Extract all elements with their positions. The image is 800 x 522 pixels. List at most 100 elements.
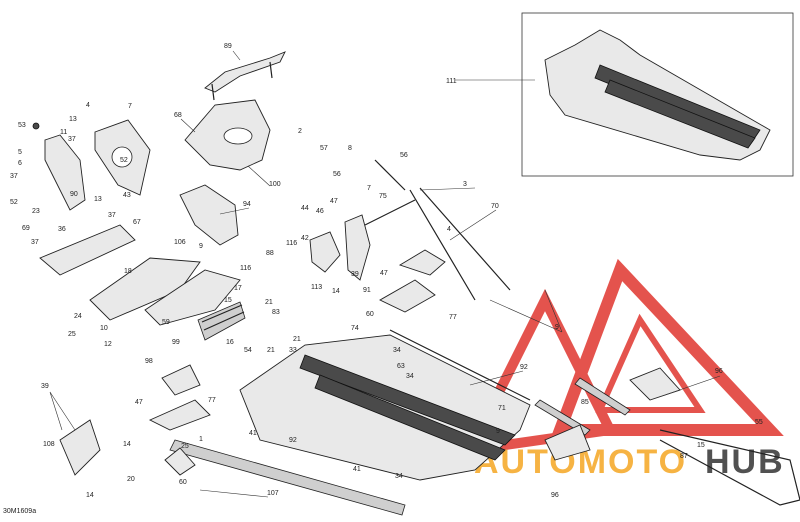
callout-88: 88 [266,250,274,257]
callout-99: 99 [172,339,180,346]
callout-55: 55 [755,419,763,426]
callout-12: 12 [104,341,112,348]
part-heat-exchanger [197,301,246,341]
part-side-bracket [59,419,101,476]
callout-2: 2 [298,128,302,135]
callout-54: 54 [244,347,252,354]
callout-37d: 37 [108,212,116,219]
callout-47: 47 [330,198,338,205]
callout-77b: 77 [208,397,216,404]
part-lower-chassis [89,257,241,326]
callout-21b: 21 [267,347,275,354]
callout-8: 8 [348,145,352,152]
callout-89: 89 [224,43,232,50]
callout-25b: 25 [181,443,189,450]
callout-42: 42 [301,235,309,242]
callout-14b: 14 [123,441,131,448]
callout-20: 20 [127,476,135,483]
callout-34: 34 [393,347,401,354]
callout-113: 113 [311,284,322,291]
callout-92b: 92 [289,437,297,444]
callout-7b: 7 [367,185,371,192]
part-spindle [344,214,371,281]
callout-68: 68 [174,112,182,119]
callout-5: 5 [18,149,22,156]
diagram-code: 30M1609a [3,508,37,515]
callout-92: 92 [520,364,528,371]
callout-87: 87 [680,453,688,460]
callout-9c: 9 [496,428,500,435]
callout-116b: 116 [240,265,251,272]
callout-3: 3 [463,181,467,188]
callout-57: 57 [320,145,328,152]
callout-75: 75 [379,193,387,200]
callout-36: 36 [58,226,66,233]
callout-17: 17 [234,285,242,292]
callout-47c: 47 [135,399,143,406]
callout-56b: 56 [333,171,341,178]
callout-44: 44 [301,205,309,212]
callout-63: 63 [397,363,405,370]
callout-34b: 34 [406,373,414,380]
callout-70: 70 [491,203,499,210]
watermark-brand-b: HUB [705,443,785,481]
callout-98: 98 [145,358,153,365]
callout-23: 23 [32,208,40,215]
part-steering-rods [364,159,511,301]
callout-13: 13 [69,116,77,123]
callout-10: 10 [100,325,108,332]
callout-7: 7 [128,103,132,110]
callout-4: 4 [86,102,90,109]
part-cross-member [39,224,136,276]
callout-41: 41 [249,430,257,437]
part-running-board-right [659,429,800,506]
callout-116: 116 [286,240,297,247]
callout-111: 111 [446,78,457,85]
part-lower-plate-b [148,399,211,431]
part-front-plate [94,119,151,196]
watermark-logo: AUTOMOTO HUB [461,258,785,481]
callout-4b: 4 [447,226,451,233]
callout-43: 43 [123,192,131,199]
callout-18: 18 [124,268,132,275]
watermark-triangle-inner [595,313,706,413]
callout-74: 74 [351,325,359,332]
callout-labels: 89 68 7 4 53 13 11 37 52 5 6 90 43 23 69… [10,43,763,499]
callout-100: 100 [269,181,281,188]
callout-11: 11 [60,129,67,136]
part-lower-bracket [179,184,239,246]
callout-107: 107 [267,490,279,497]
callout-90: 90 [70,191,78,198]
callout-14: 14 [332,288,340,295]
callout-9: 9 [199,243,203,250]
callout-1: 1 [199,436,203,443]
callout-83: 83 [272,309,280,316]
callout-15: 15 [224,297,232,304]
callout-77: 77 [449,314,457,321]
callout-60: 60 [366,311,374,318]
callout-67: 67 [133,219,141,226]
callout-13b: 13 [94,196,102,203]
part-footrest-upper [398,249,446,276]
callout-91: 91 [363,287,371,294]
callout-52: 52 [120,157,128,164]
callout-37: 37 [68,136,76,143]
callout-69: 69 [22,225,30,232]
part-main-tunnel [239,329,531,481]
callout-33: 33 [289,347,297,354]
part-running-board-left [169,439,406,516]
part-lower-plate-c [164,447,196,476]
assembled-view-inset [455,12,794,177]
callout-41b: 41 [353,466,361,473]
callout-15b: 15 [697,442,705,449]
part-steering-arm [204,51,286,101]
callout-56: 56 [400,152,408,159]
callout-6: 6 [18,160,22,167]
callout-21c: 21 [293,336,301,343]
watermark-triangle-right [551,258,784,436]
callout-94: 94 [243,201,251,208]
callout-108: 108 [43,441,55,448]
callout-71: 71 [498,405,506,412]
callout-46: 46 [316,208,324,215]
